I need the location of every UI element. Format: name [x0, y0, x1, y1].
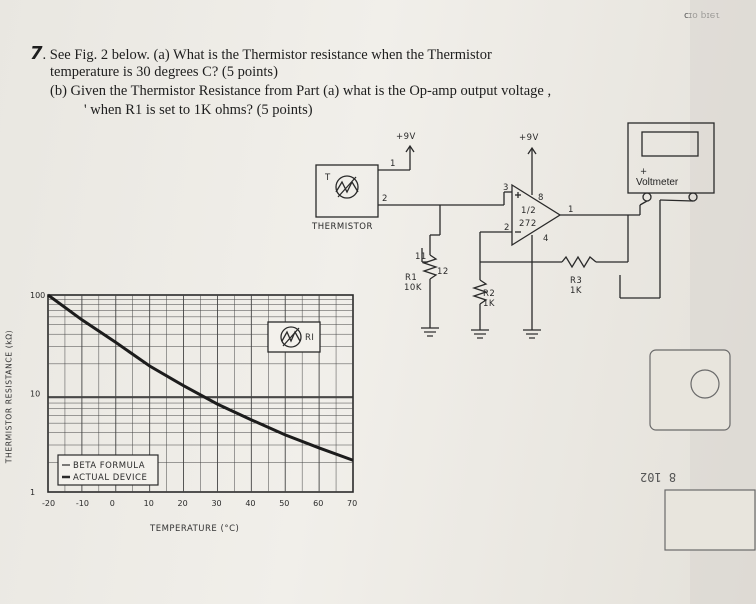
sticker-text: 8 102	[640, 470, 677, 484]
r2-label-2: 1K	[483, 299, 495, 309]
opamp-ground	[523, 329, 541, 339]
r3-label-1: R3	[570, 276, 582, 286]
thermistor-pin1: 1	[390, 159, 396, 169]
opamp-triangle	[471, 146, 661, 330]
thermistor-symbol-label: T	[324, 173, 331, 183]
thermistor-component	[315, 164, 440, 218]
junction-wires	[421, 191, 512, 328]
voltmeter-plus: +	[640, 167, 648, 177]
x-tick-label: 50	[279, 499, 289, 508]
pin-8: 8	[538, 193, 544, 203]
legend-item-beta: BETA FORMULA	[73, 461, 145, 471]
x-tick-label: -20	[42, 499, 55, 508]
graph-gridlines	[48, 295, 353, 492]
x-tick-label: 40	[245, 499, 255, 508]
x-tick-label: 10	[144, 499, 154, 508]
x-tick-label: 20	[178, 499, 188, 508]
margin-sticker	[649, 349, 756, 551]
pin-2: 2	[504, 223, 510, 233]
x-tick-label: 70	[347, 499, 357, 508]
legend-item-actual: ACTUAL DEVICE	[73, 473, 147, 483]
x-axis-label: TEMPERATURE (°C)	[150, 524, 240, 534]
supply-right-label: +9V	[519, 133, 539, 143]
r3-label-2: 1K	[570, 286, 582, 296]
r1-label-1: R1	[405, 273, 417, 283]
inset-thermistor-icon	[267, 321, 321, 353]
supply-left-wire	[405, 144, 415, 170]
question-line-3: (b) Given the Thermistor Resistance from…	[50, 83, 552, 99]
r2-ground	[471, 329, 489, 339]
voltmeter-label: Voltmeter	[636, 177, 679, 188]
y-tick-label: 1	[30, 488, 35, 497]
pin-3: 3	[503, 183, 509, 193]
y-axis-label: THERMISTOR RESISTANCE (kΩ)	[4, 329, 14, 464]
pin-11: 11	[415, 252, 427, 262]
y-tick-label: 100	[30, 291, 45, 300]
voltmeter	[627, 122, 715, 206]
legend-box	[57, 454, 159, 486]
x-tick-label: 30	[211, 499, 221, 508]
question-text-1: . See Fig. 2 below. (a) What is the Ther…	[42, 47, 492, 63]
series-line	[47, 293, 354, 462]
x-tick-label: 0	[110, 499, 115, 508]
r2-label-1: R2	[483, 289, 495, 299]
question-line-1: 7. See Fig. 2 below. (a) What is the The…	[30, 44, 492, 65]
x-tick-labels: -20 -10 0 10 20 30 40 50 60 70	[42, 499, 357, 508]
question-line-2: temperature is 30 degrees C? (5 points)	[50, 64, 278, 80]
opamp-label-1: 1/2	[521, 206, 536, 216]
y-tick-labels: 100 10 1	[30, 291, 45, 497]
x-tick-label: 60	[313, 499, 323, 508]
x-tick-label: -10	[76, 499, 89, 508]
resistance-curve	[47, 293, 354, 462]
pin-4: 4	[543, 234, 549, 244]
y-tick-label: 10	[30, 390, 40, 399]
pin-12: 12	[437, 267, 449, 277]
thermistor-pin2: 2	[382, 194, 388, 204]
supply-left-label: +9V	[396, 132, 416, 142]
opamp-label-2: 272	[519, 219, 537, 229]
thermistor-label: THERMISTOR	[311, 222, 373, 232]
r1-ground	[421, 327, 439, 337]
pin-1: 1	[568, 205, 574, 215]
question-line-4: ' when R1 is set to 1K ohms? (5 points)	[84, 102, 313, 118]
question-number: 7	[30, 43, 43, 64]
r1-label-2: 10K	[404, 283, 422, 293]
inset-label: RI	[305, 333, 314, 343]
